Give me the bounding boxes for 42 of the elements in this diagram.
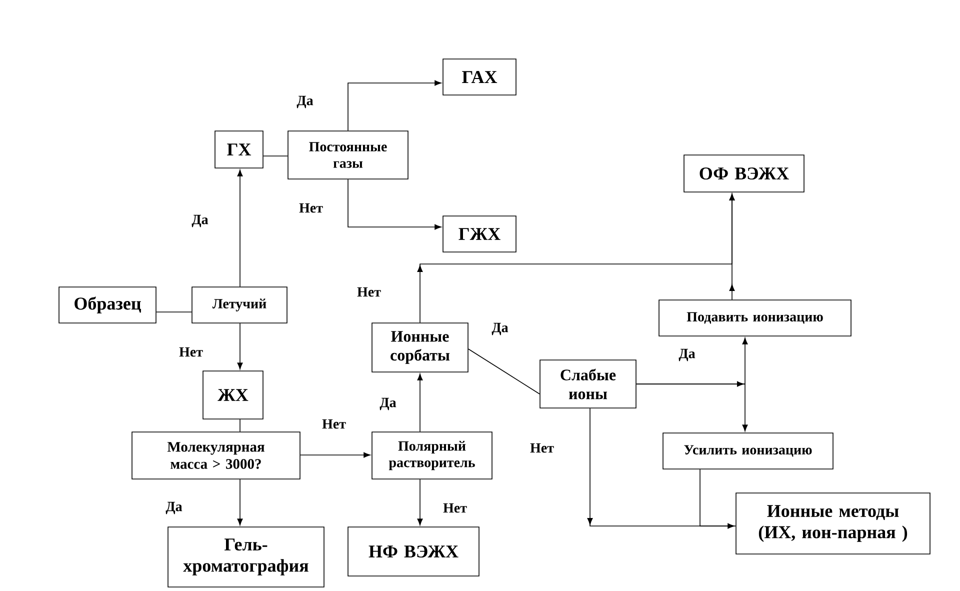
connector-arrow <box>300 452 370 458</box>
flowchart-box: Гель-хроматография <box>168 526 324 588</box>
connector-arrow <box>417 374 423 432</box>
flowchart-box: Постоянные газы <box>288 130 408 180</box>
connector-arrow <box>348 179 442 230</box>
connector-arrow <box>348 80 442 131</box>
edge-label: Да <box>190 214 210 228</box>
flowchart-box: Слабые ионы <box>540 360 636 408</box>
edge-label: Нет <box>529 442 555 454</box>
flowchart-box: Подавить ионизацию <box>658 300 852 336</box>
edge-label: Да <box>678 348 696 362</box>
edge-label: Нет <box>298 202 324 214</box>
connector-arrow <box>636 384 748 432</box>
connector-arrow <box>729 194 735 300</box>
flowchart-box: ГАХ <box>442 58 516 96</box>
connector-arrow <box>237 323 243 370</box>
flowchart-box: Образец <box>58 286 156 324</box>
flowchart-box: ГХ <box>214 130 264 168</box>
connector-arrow <box>417 479 423 526</box>
connector-arrow <box>587 408 734 529</box>
flowchart-box: Летучий <box>192 286 288 324</box>
connector-arrow <box>237 479 243 526</box>
edge-label: Да <box>296 94 314 110</box>
flowchart-box: Ионные методы (ИХ, ион-парная ) <box>736 492 930 554</box>
flowchart-box: ЖХ <box>202 370 264 420</box>
flowchart-box: ГЖХ <box>442 216 516 252</box>
flowchart-box: ОФ ВЭЖХ <box>684 154 804 192</box>
flowchart-box: НФ ВЭЖХ <box>348 526 480 576</box>
connector-line <box>700 469 736 526</box>
edge-label: Нет <box>442 502 468 514</box>
flowchart-box: Полярный растворитель <box>372 432 492 480</box>
edge-label: Нет <box>356 286 382 298</box>
edge-label: Да <box>490 322 510 336</box>
edge-label: Да <box>378 396 398 412</box>
connector-line <box>468 348 540 394</box>
flowchart-box: Ионные сорбаты <box>372 322 468 372</box>
edge-label: Нет <box>321 418 347 430</box>
edge-label: Нет <box>178 346 204 358</box>
connector-arrow <box>237 170 243 287</box>
flowchart-box: Усилить ионизацию <box>662 432 834 470</box>
edge-label: Да <box>164 500 184 516</box>
flowchart-box: Молекулярная масса > 3000? <box>132 432 300 480</box>
